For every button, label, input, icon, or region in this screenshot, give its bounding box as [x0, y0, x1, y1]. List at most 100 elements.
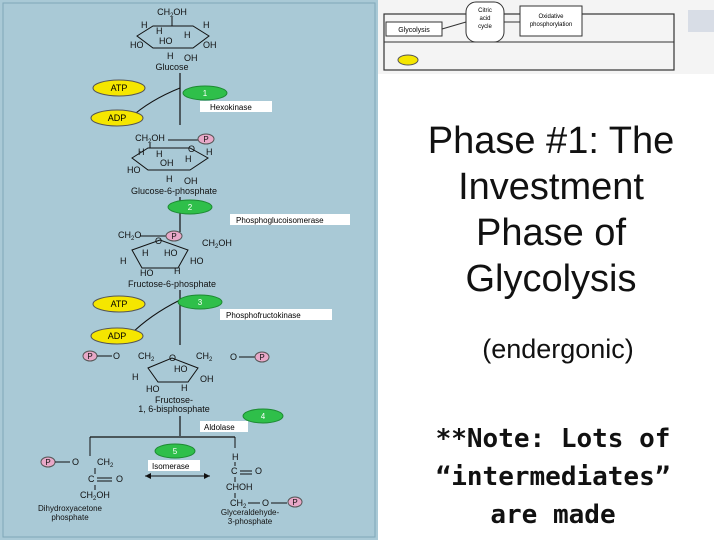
- note-line-1: **Note: Lots of: [435, 424, 671, 454]
- krebs-box: Citric acid cycle: [465, 1, 505, 43]
- glucose-label: Glucose: [155, 62, 188, 72]
- f6p-ch2o: CH2O: [118, 230, 141, 242]
- fbp-h1: H: [132, 372, 139, 382]
- f6p-structure: CH2O P O CH2OH H HO H HO HO H Fructose-6…: [118, 230, 232, 289]
- step2-marker: 2: [167, 199, 213, 215]
- krebs-label-3: cycle: [478, 24, 492, 30]
- glucose-h4: H: [184, 30, 191, 40]
- g6p-h3: H: [206, 147, 213, 157]
- step4-number: 4: [261, 412, 266, 421]
- fbp-ring-o: O: [169, 353, 176, 363]
- glycolysis-pathway-diagram: CH2OH H H H HO H HO OH H OH Glucose ATP …: [0, 0, 378, 540]
- fbp-phosphate-right: P: [259, 353, 264, 362]
- fbp-h2: H: [181, 383, 188, 393]
- atp-label-1: ATP: [111, 83, 128, 93]
- adp-label-3: ADP: [108, 331, 127, 341]
- overview-atp-mark: [397, 54, 419, 66]
- oxphos-box: Oxidative phosphorylation: [519, 5, 583, 37]
- g6p-ring-o: O: [188, 144, 195, 154]
- dhap-phosphate: P: [45, 458, 50, 467]
- fbp-ho-inner: HO: [174, 364, 188, 374]
- aldolase-label: Aldolase: [204, 423, 235, 432]
- g6p-h2: H: [156, 149, 163, 159]
- f6p-h2: H: [120, 256, 127, 266]
- isomerase-label: Isomerase: [152, 462, 190, 471]
- dhap-label-1: Dihydroxyacetone: [38, 504, 103, 513]
- step3-marker: 3: [177, 294, 223, 310]
- step5-marker: 5: [154, 443, 196, 459]
- g6p-label: Glucose-6-phosphate: [131, 186, 217, 196]
- krebs-label-2: acid: [479, 16, 490, 22]
- g3p-o2: O: [262, 498, 269, 508]
- f6p-h1: H: [142, 248, 149, 258]
- f6p-ho-right: HO: [190, 256, 204, 266]
- g6p-h4: H: [185, 154, 192, 164]
- pathway-panel: [0, 0, 378, 540]
- f6p-ring-o: O: [155, 236, 162, 246]
- fbp-structure: P O CH2 O CH2 O P HO H OH HO H Fructose-…: [82, 350, 270, 414]
- glucose-h5: H: [167, 51, 174, 61]
- krebs-label-1: Citric: [478, 8, 492, 14]
- glucose-ch2oh: CH2OH: [157, 7, 187, 19]
- glucose-h2: H: [203, 20, 210, 30]
- fbp-ho: HO: [146, 384, 160, 394]
- g3p-choh: CHOH: [226, 482, 253, 492]
- slide-title: Phase #1: The Investment Phase of Glycol…: [396, 118, 706, 302]
- fbp-o-left: O: [113, 351, 120, 361]
- fbp-oh: OH: [200, 374, 214, 384]
- g3p-ch2: CH2: [230, 498, 247, 510]
- g3p-c: C: [231, 466, 238, 476]
- dhap-o2: O: [116, 474, 123, 484]
- oxphos-label-2: phosphorylation: [530, 22, 572, 28]
- g6p-oh: OH: [184, 176, 198, 186]
- fbp-ch2-left: CH2: [138, 351, 155, 363]
- glucose-h1: H: [141, 20, 148, 30]
- title-line-4: Glycolysis: [465, 258, 637, 300]
- adp-badge-1: ADP: [90, 109, 144, 127]
- atp-label-3: ATP: [111, 299, 128, 309]
- glycolysis-label: Glycolysis: [398, 27, 430, 34]
- hexokinase-label: Hexokinase: [210, 103, 252, 112]
- intermediates-note: **Note: Lots of “intermediates” are made: [390, 420, 716, 534]
- g3p-label-1: Glyceraldehyde-: [221, 508, 280, 517]
- atp-badge-3: ATP: [92, 295, 146, 313]
- fbp-label-2: 1, 6-bisphosphate: [138, 404, 210, 414]
- glucose-h3: H: [156, 26, 163, 36]
- step1-number: 1: [203, 89, 208, 98]
- g6p-ch2oh: CH2OH: [135, 133, 165, 145]
- g6p-oh-inner: OH: [160, 158, 174, 168]
- glucose-oh: OH: [203, 40, 217, 50]
- dhap-ch2: CH2: [97, 457, 114, 469]
- step2-number: 2: [188, 203, 193, 212]
- oxphos-label-1: Oxidative: [538, 14, 564, 20]
- fbp-ch2-right: CH2: [196, 351, 213, 363]
- dhap-label-2: phosphate: [51, 513, 89, 522]
- note-line-2: “intermediates”: [435, 462, 671, 492]
- g6p-phosphate: P: [203, 135, 208, 144]
- glucose-ho: HO: [130, 40, 144, 50]
- g3p-o1: O: [255, 466, 262, 476]
- f6p-label: Fructose-6-phosphate: [128, 279, 216, 289]
- step5-number: 5: [173, 447, 178, 456]
- glucose-structure: CH2OH H H H HO H HO OH H OH Glucose: [130, 7, 217, 72]
- glycolysis-box: Glycolysis: [385, 21, 443, 37]
- step1-marker: 1: [182, 85, 228, 101]
- g6p-structure: CH2OH P O H H H OH H HO H OH Glucose-6-p…: [127, 133, 217, 196]
- g6p-ho: HO: [127, 165, 141, 175]
- dhap-c: C: [88, 474, 95, 484]
- step3-number: 3: [198, 298, 203, 307]
- dhap-ch2oh: CH2OH: [80, 490, 110, 502]
- g3p-phosphate: P: [292, 498, 297, 507]
- g6p-h5: H: [166, 174, 173, 184]
- g3p-structure: H C O CHOH CH2 O P Glyceraldehyde- 3-pho…: [221, 452, 303, 526]
- fbp-phosphate-left: P: [87, 352, 92, 361]
- note-line-3: are made: [490, 500, 616, 530]
- fbp-label-1: Fructose-: [155, 395, 193, 405]
- title-line-1: Phase #1: The: [427, 120, 675, 162]
- dhap-structure: P O CH2 C O CH2OH Dihydroxyacetone phosp…: [38, 456, 123, 522]
- fbp-o-right: O: [230, 352, 237, 362]
- f6p-phosphate: P: [171, 232, 176, 241]
- g6p-h1: H: [138, 147, 145, 157]
- title-line-2: Investment: [458, 166, 644, 208]
- title-line-3: Phase of: [476, 212, 626, 254]
